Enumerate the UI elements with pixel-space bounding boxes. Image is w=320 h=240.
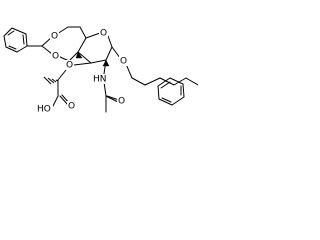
glycoside-bonds [111,46,146,86]
molecule-structure: O O O O HN O HO O O [3,26,198,115]
acid-hydroxyl: HO [37,105,51,115]
pyranose-ring-oxygen: O [100,29,107,39]
benzyl-phenyl-ring [157,77,185,106]
methyl-hashed-wedge [43,76,59,85]
glycoside-oxygen: O [120,57,127,67]
wedge-bond-c2 [102,59,110,67]
acid-carbonyl-oxygen: O [68,102,75,112]
atom-labels: O O O O HN O HO O O [36,28,128,115]
phenyl-ring-right [144,77,198,86]
amide-carbonyl-oxygen: O [118,97,125,107]
pyranose-ring-bonds [77,32,113,64]
amide-bonds [103,59,120,113]
amide-nitrogen: HN [93,75,107,85]
ring-oxygen-upper: O [51,32,58,42]
wedge-bond-c4 [75,51,83,59]
ring-oxygen-lower: O [52,52,59,62]
ether-oxygen: O [66,61,73,71]
phenyl-ring-left [3,27,28,53]
